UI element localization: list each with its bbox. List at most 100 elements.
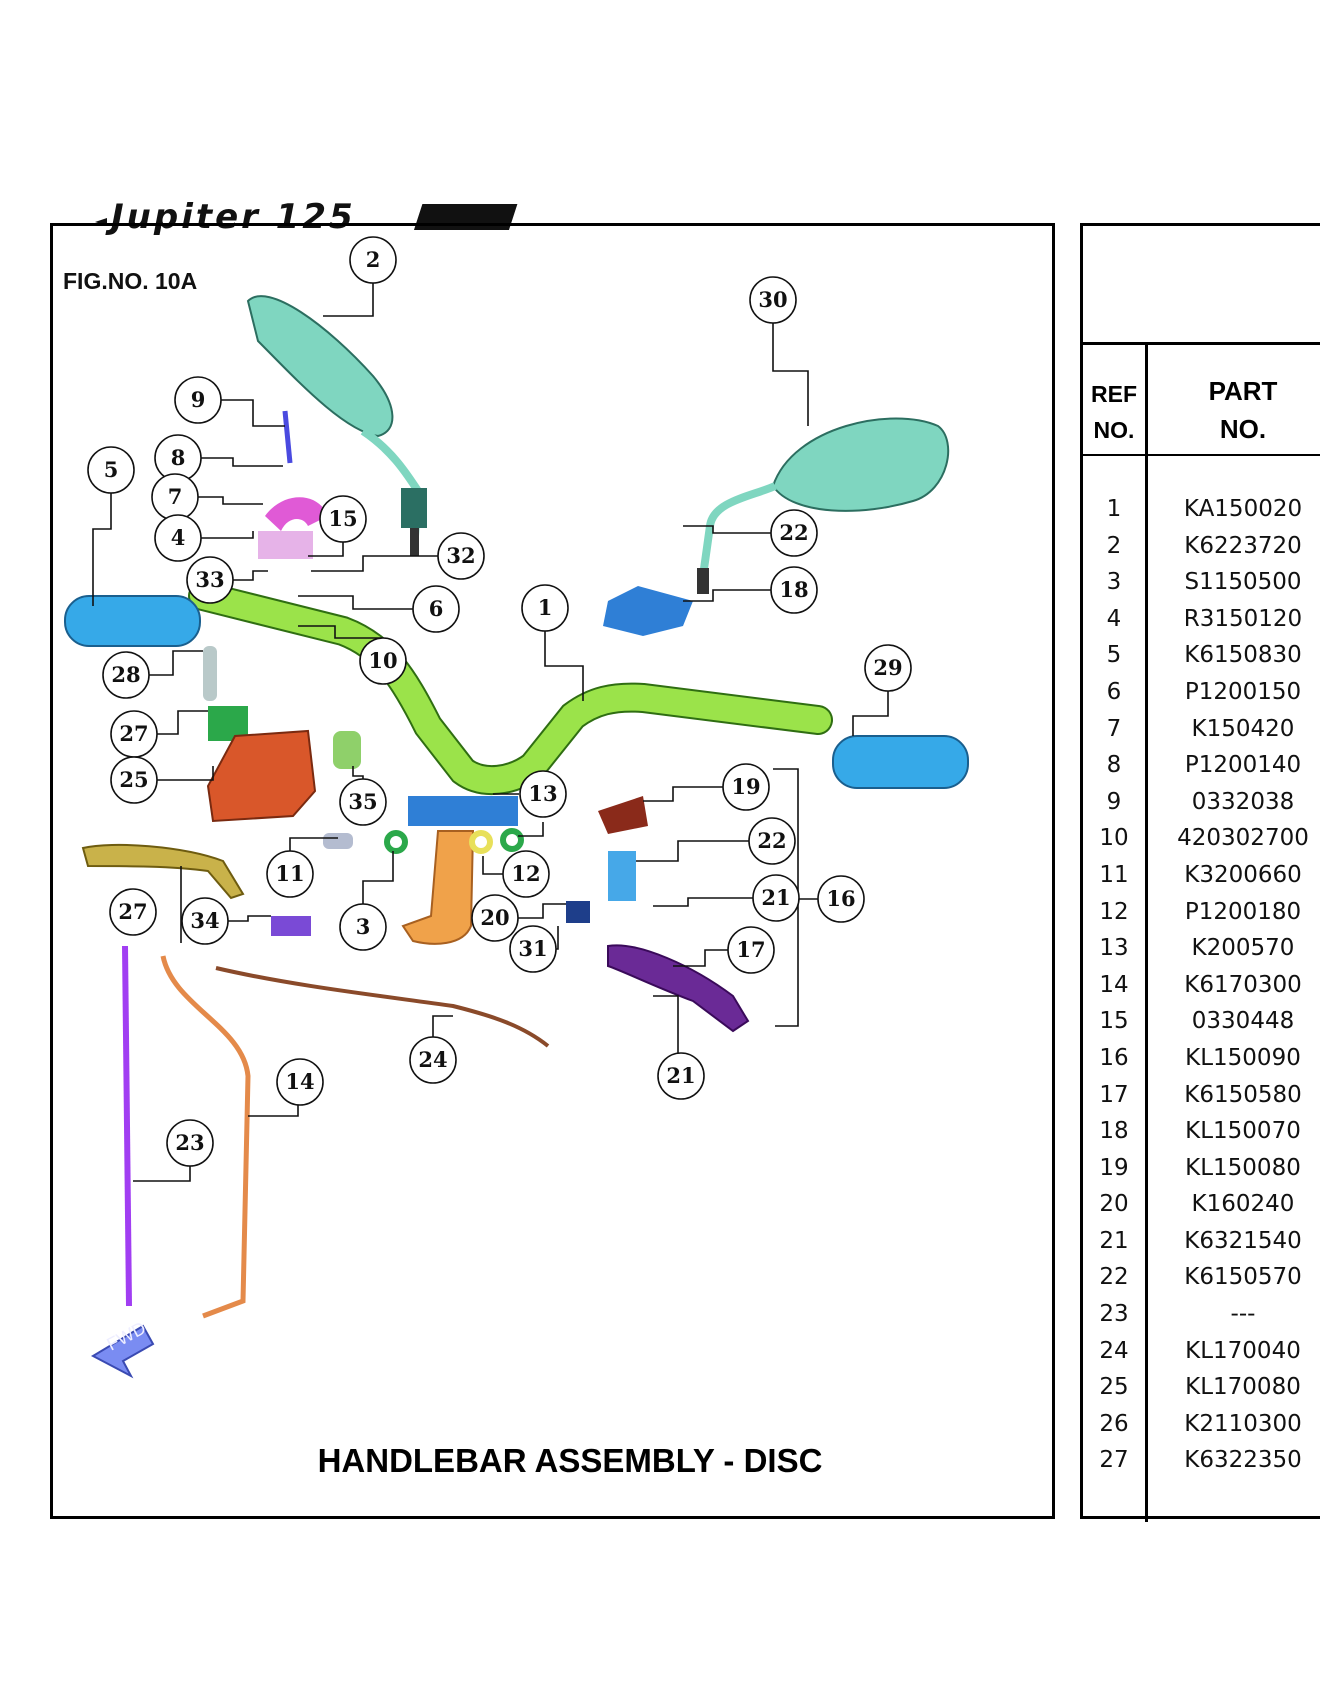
table-row: 22 K6150570 [1083,1259,1320,1296]
part-cell: P1200150 [1184,678,1302,705]
part-cell: 0330448 [1191,1008,1295,1035]
callout-36: 35 [339,778,387,826]
ring-small [384,830,408,854]
svg-text:30: 30 [758,287,787,312]
switch-body [258,531,313,559]
part-cell: K200570 [1191,935,1295,962]
header-ref-no: REF NO. [1091,381,1137,443]
center-clamp [408,796,518,826]
right-mirror [697,417,950,594]
ref-cell: 14 [1099,971,1129,998]
callout-23: 22 [770,509,818,557]
part-cell: R3150120 [1183,605,1303,632]
ref-cell: 13 [1099,935,1129,962]
callout-5: 5 [87,446,135,494]
part-cell: K6150570 [1184,1264,1302,1291]
part-cell: --- [1230,1301,1256,1328]
ref-cell: 11 [1099,861,1129,888]
svg-text:5: 5 [104,457,119,482]
part-cell: K6150830 [1184,642,1302,669]
ref-cell: 23 [1099,1301,1129,1328]
part-cell: KL150070 [1185,1118,1301,1145]
ref-cell: 19 [1099,1154,1129,1181]
ref-cell: 12 [1099,898,1129,925]
callout-14: 14 [276,1058,324,1106]
svg-text:9: 9 [191,387,206,412]
callout-10: 10 [359,637,407,685]
callout-8: 8 [154,434,202,482]
svg-text:7: 7 [168,484,183,509]
figure-number: FIG.NO. 10A [63,268,198,294]
svg-text:12: 12 [511,861,540,886]
part-cell: K6223720 [1184,532,1302,559]
callout-34: 33 [186,556,234,604]
ref-cell: 15 [1099,1008,1129,1035]
left-grip [64,595,201,647]
callout-13: 13 [519,770,567,818]
svg-text:21: 21 [761,885,790,910]
callout-29: 28 [102,651,150,699]
svg-text:31: 31 [518,936,547,961]
master-cylinder [206,729,317,823]
callout-22: 22 [748,817,796,865]
callout-30: 29 [864,644,912,692]
cable-brown [215,966,550,1048]
svg-text:24: 24 [418,1047,447,1072]
svg-text:20: 20 [480,905,509,930]
ref-cell: 27 [1099,1447,1129,1474]
table-title-strip [1083,226,1320,345]
ref-cell: 6 [1106,678,1122,705]
callout-12: 12 [502,850,550,898]
header-part-no: PART NO. [1208,376,1278,444]
table-row: 13 K200570 [1083,930,1320,967]
svg-text:8: 8 [171,445,186,470]
callout-9: 9 [174,376,222,424]
svg-text:1: 1 [538,595,553,620]
part-cell: K6150580 [1184,1081,1302,1108]
right-grip [832,735,969,789]
part-cell: 0332038 [1191,788,1295,815]
ref-cell: 22 [1099,1264,1129,1291]
figure-frame [50,223,1055,1519]
callout-21b: 21 [657,1052,705,1100]
switch-18 [603,586,693,636]
part-cell: K6321540 [1184,1227,1302,1254]
table-row: 11 K3200660 [1083,857,1320,894]
callout-32: 31 [509,925,557,973]
ref-cell: 17 [1099,1081,1129,1108]
part-cell: S1150500 [1184,569,1302,596]
part-cell: K150420 [1191,715,1295,742]
figure-caption: HANDLEBAR ASSEMBLY - DISC [317,1442,823,1479]
svg-text:22: 22 [779,520,808,545]
column-divider [1145,342,1148,1522]
part-cell: K6170300 [1184,971,1302,998]
callout-20: 20 [471,894,519,942]
table-row: 15 0330448 [1083,1003,1320,1040]
ring-yellow [469,830,493,854]
callout-28: 27 [110,710,158,758]
svg-text:11: 11 [275,861,304,886]
svg-text:21: 21 [666,1063,695,1088]
callout-33: 32 [437,532,485,580]
part-cell: KL170080 [1185,1374,1301,1401]
part-cell: KA150020 [1183,496,1303,522]
part-cell: KL150080 [1185,1154,1301,1181]
clamp-cover [265,497,328,531]
callout-16: 16 [817,875,865,923]
table-row: 19 KL150080 [1083,1150,1320,1187]
part-cell: K3200660 [1184,861,1302,888]
part-cell: KL170040 [1185,1337,1301,1364]
svg-text:3: 3 [356,914,371,939]
left-mirror [246,295,427,556]
svg-text:13: 13 [528,781,557,806]
part-20 [566,901,590,923]
